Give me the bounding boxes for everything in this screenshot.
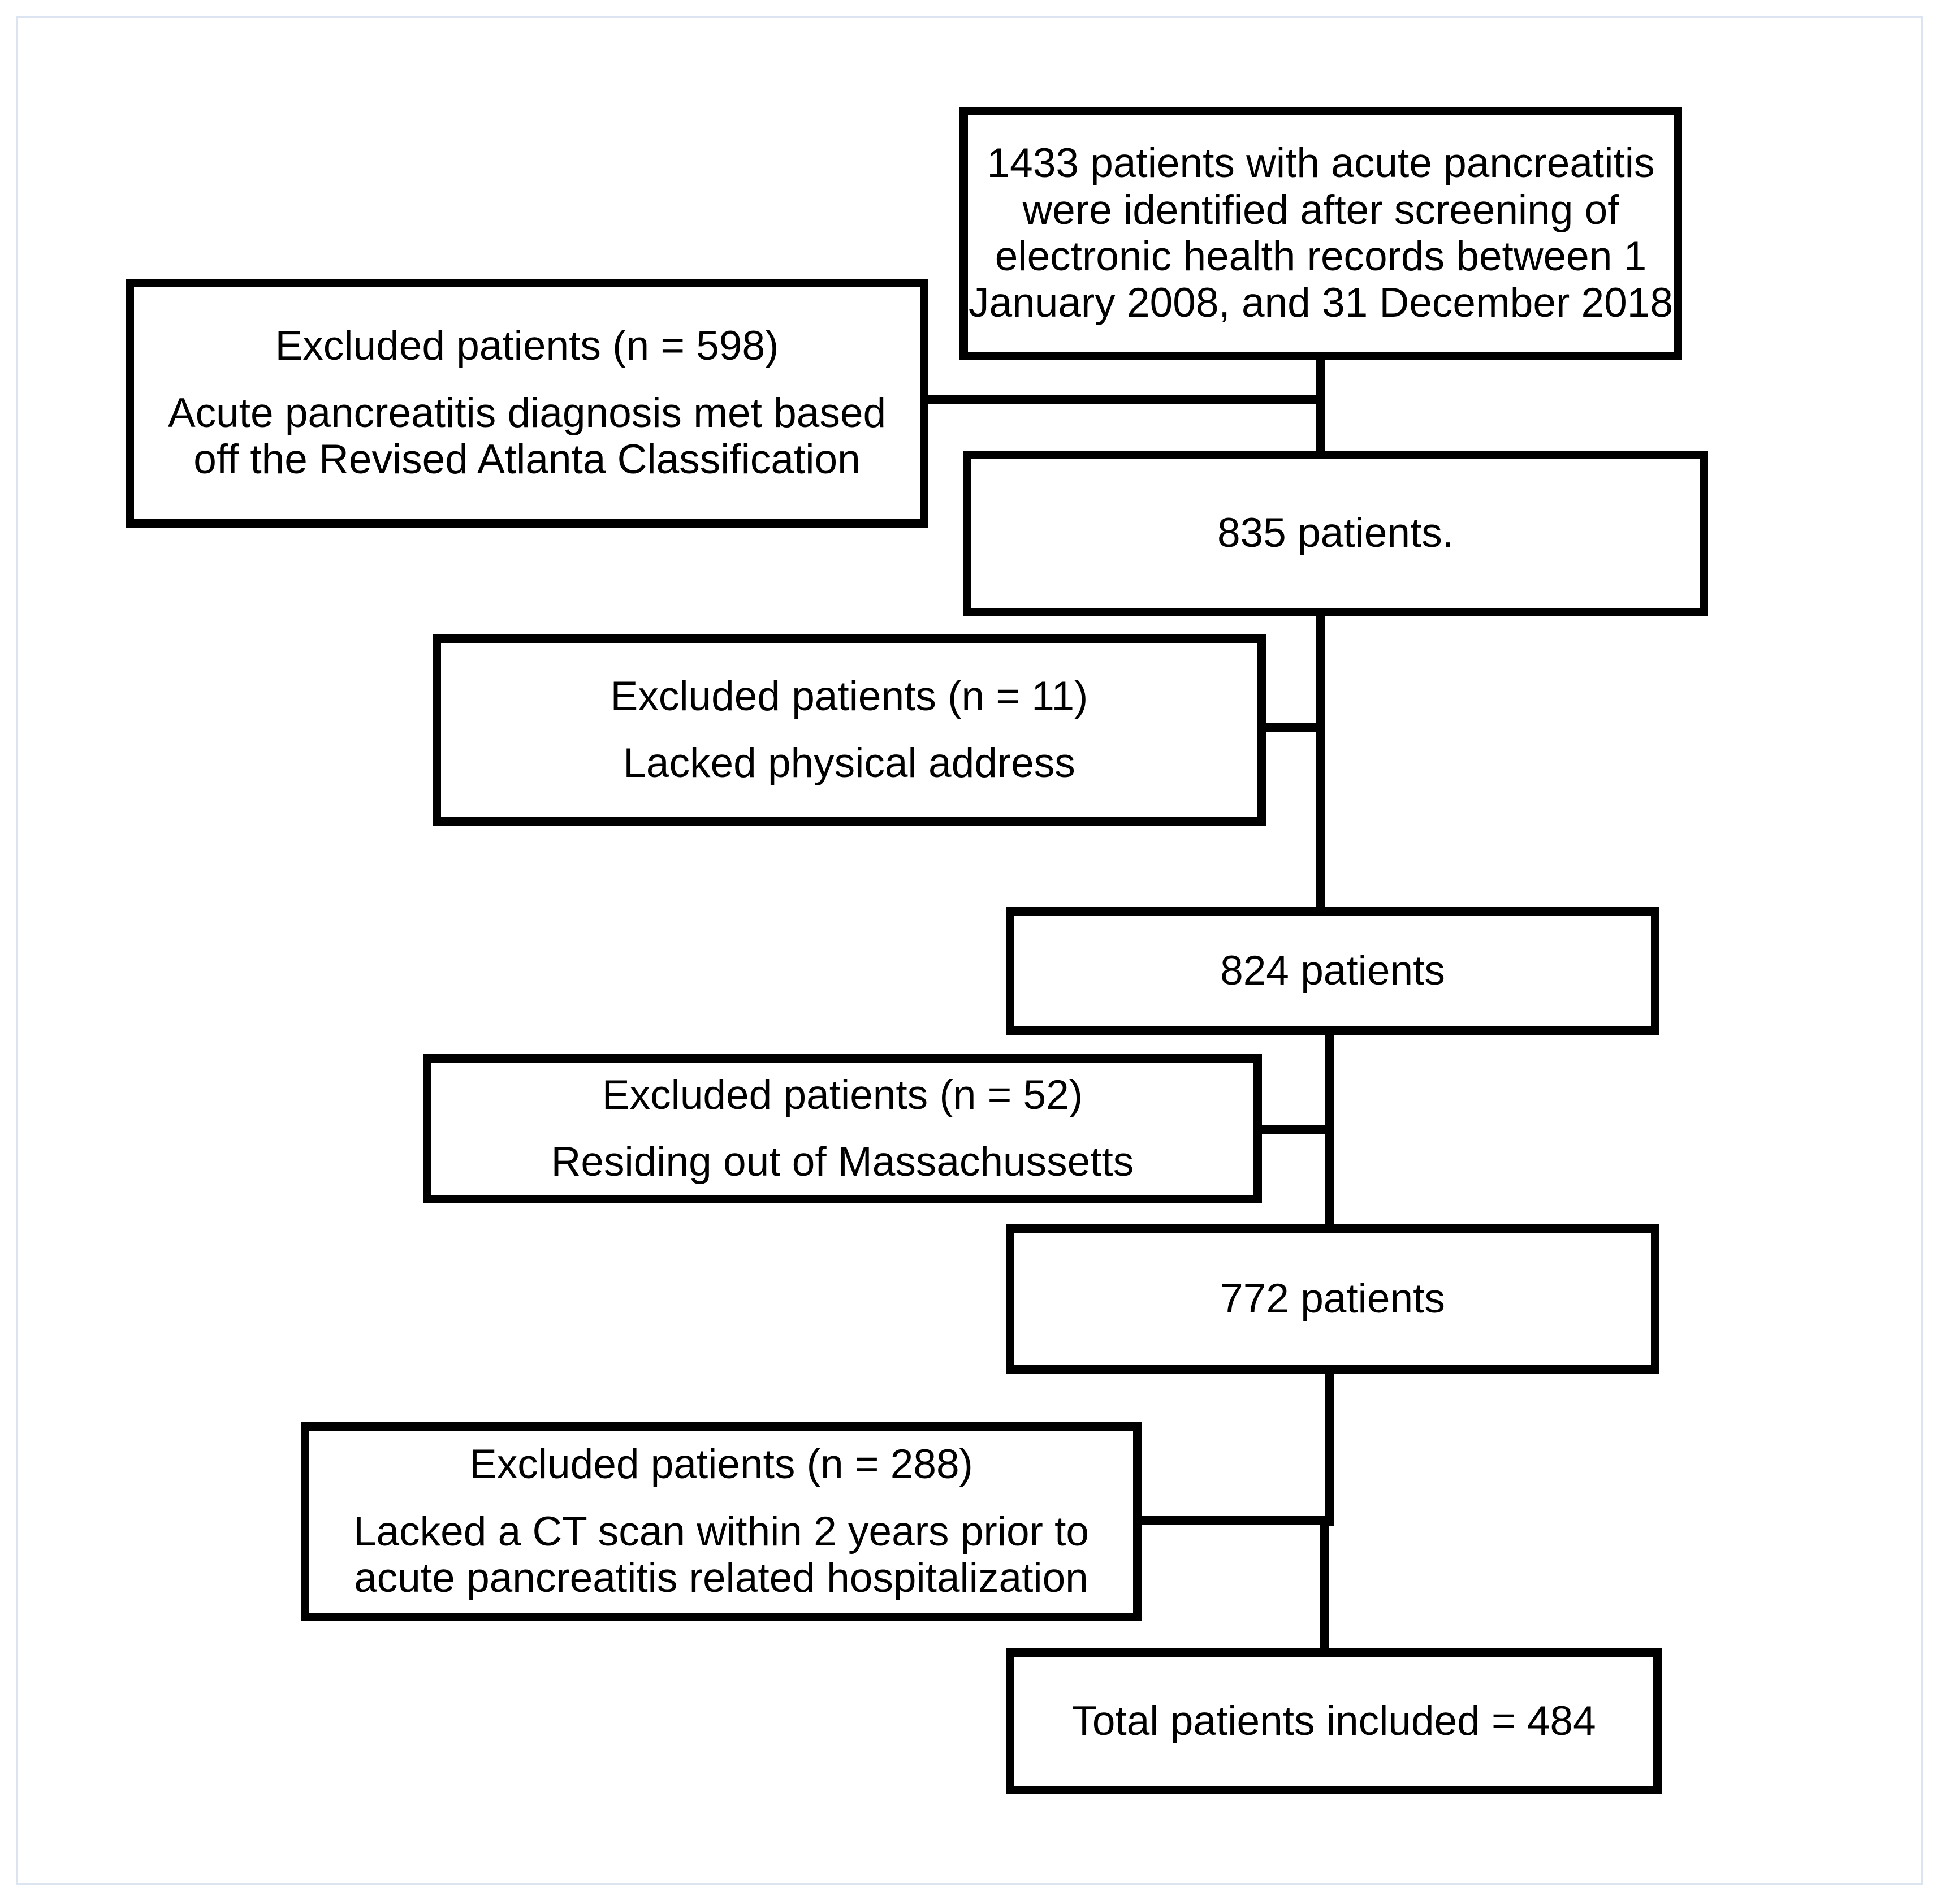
connector-exclusion4 (1135, 1516, 1334, 1525)
connector-step1-to-step2 (1316, 610, 1325, 915)
exclusion-box-3: Excluded patients (n = 52) Residing out … (423, 1054, 1262, 1203)
step-1-label: 835 patients. (1217, 510, 1454, 556)
exclusion-4-line-1: Lacked a CT scan within 2 years prior to (353, 1508, 1090, 1555)
step-3-label: 772 patients (1220, 1275, 1445, 1322)
final-box: Total patients included = 484 (1006, 1648, 1662, 1794)
exclusion-1-line-2: off the Revised Atlanta Classification (193, 437, 861, 483)
connector-step3-to-final (1325, 1367, 1334, 1526)
exclusion-3-line-1: Residing out of Massachussetts (551, 1139, 1134, 1185)
exclusion-2-title: Excluded patients (n = 11) (610, 673, 1088, 719)
exclusion-4-line-2: acute pancreatitis related hospitalizati… (354, 1555, 1088, 1601)
exclusion-box-2: Excluded patients (n = 11) Lacked physic… (433, 634, 1266, 826)
step-box-3: 772 patients (1006, 1224, 1659, 1374)
exclusion-2-line-1: Lacked physical address (623, 740, 1075, 786)
start-line-4: January 2008, and 31 December 2018 (969, 280, 1673, 326)
exclusion-4-title: Excluded patients (n = 288) (469, 1441, 973, 1488)
exclusion-1-line-1: Acute pancreatitis diagnosis met based (167, 390, 887, 436)
start-line-3: electronic health records between 1 (995, 234, 1647, 279)
step-box-1: 835 patients. (963, 451, 1708, 616)
start-box: 1433 patients with acute pancreatitis we… (959, 107, 1682, 360)
exclusion-box-4: Excluded patients (n = 288) Lacked a CT … (301, 1422, 1142, 1621)
start-line-1: 1433 patients with acute pancreatitis (987, 140, 1655, 187)
connector-exclusion1 (919, 395, 1325, 404)
connector-exclusion2 (1256, 723, 1325, 732)
step-box-2: 824 patients (1006, 907, 1659, 1035)
connector-start-to-step1 (1316, 355, 1325, 456)
step-2-label: 824 patients (1220, 947, 1445, 994)
start-line-2: were identified after screening of (1022, 187, 1619, 233)
figure-frame (16, 16, 1923, 1885)
final-label: Total patients included = 484 (1071, 1698, 1596, 1744)
connector-step3-to-final-lower (1320, 1516, 1329, 1667)
exclusion-box-1: Excluded patients (n = 598) Acute pancre… (126, 279, 928, 528)
exclusion-3-title: Excluded patients (n = 52) (602, 1072, 1083, 1118)
exclusion-1-title: Excluded patients (n = 598) (275, 323, 779, 369)
connector-exclusion3 (1251, 1125, 1334, 1134)
